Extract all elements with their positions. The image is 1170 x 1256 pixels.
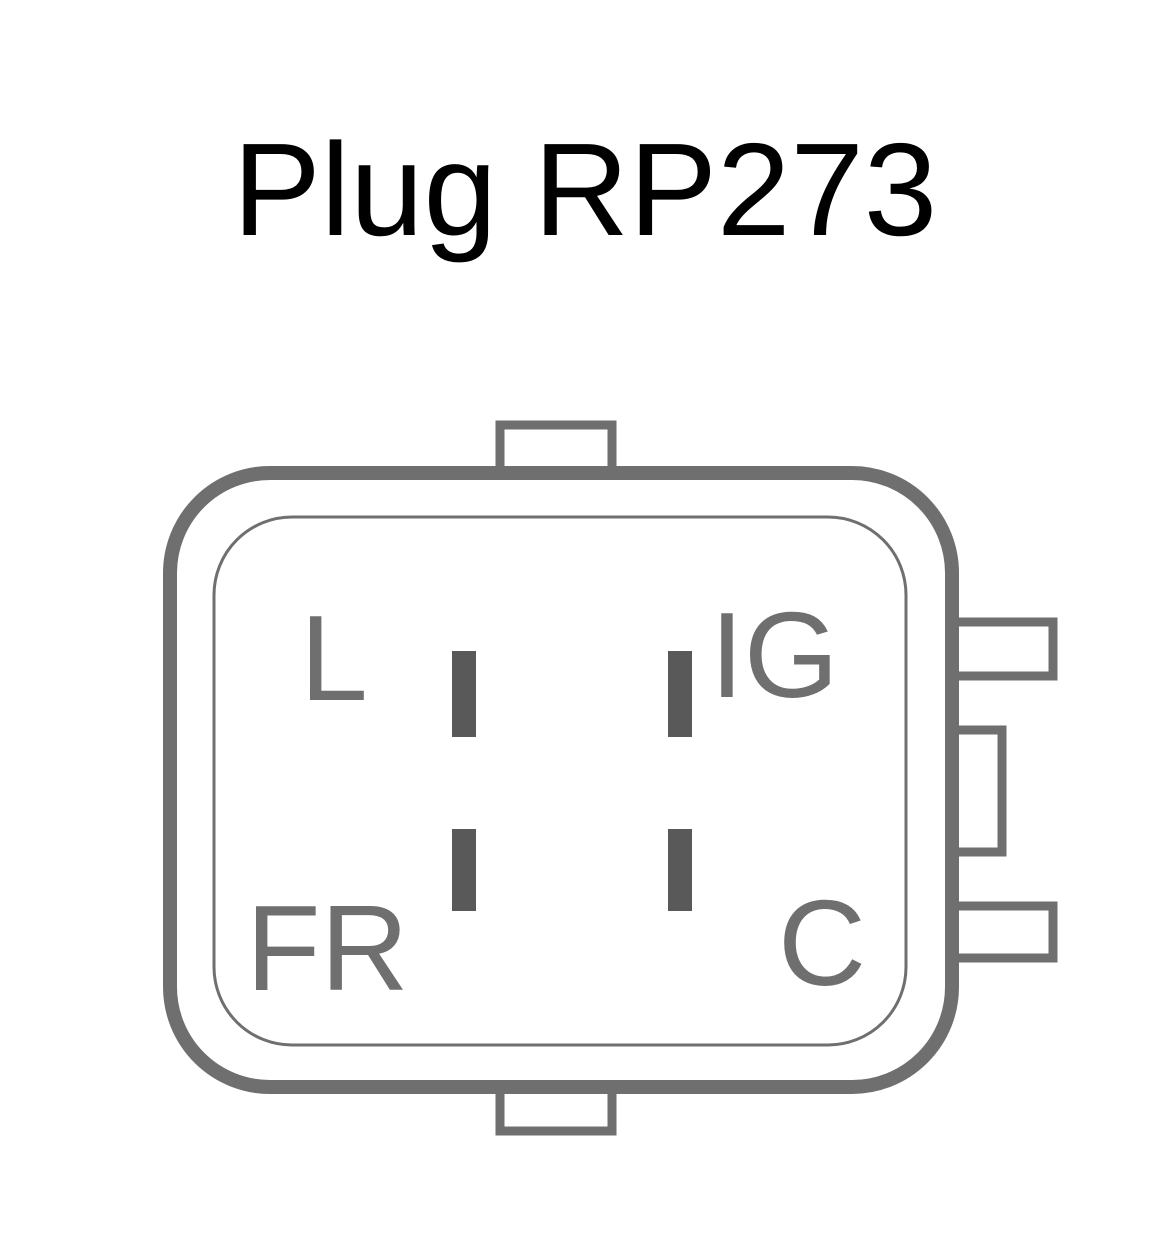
right-tab-bottom — [945, 901, 1058, 963]
connector-housing-inner — [212, 515, 908, 1047]
pin-label-fr: FR — [246, 880, 409, 1016]
pin-terminal-l — [452, 651, 476, 737]
right-tab-top — [945, 617, 1058, 681]
pin-label-l: L — [300, 590, 368, 726]
pin-label-c: C — [778, 875, 866, 1011]
pin-terminal-c — [668, 829, 692, 911]
pin-terminal-fr — [452, 829, 476, 911]
pin-label-ig: IG — [710, 587, 839, 723]
pin-terminal-ig — [668, 651, 692, 737]
diagram-title: Plug RP273 — [232, 116, 938, 263]
top-latch-tab — [495, 420, 617, 478]
connector-housing-outer — [163, 466, 959, 1094]
